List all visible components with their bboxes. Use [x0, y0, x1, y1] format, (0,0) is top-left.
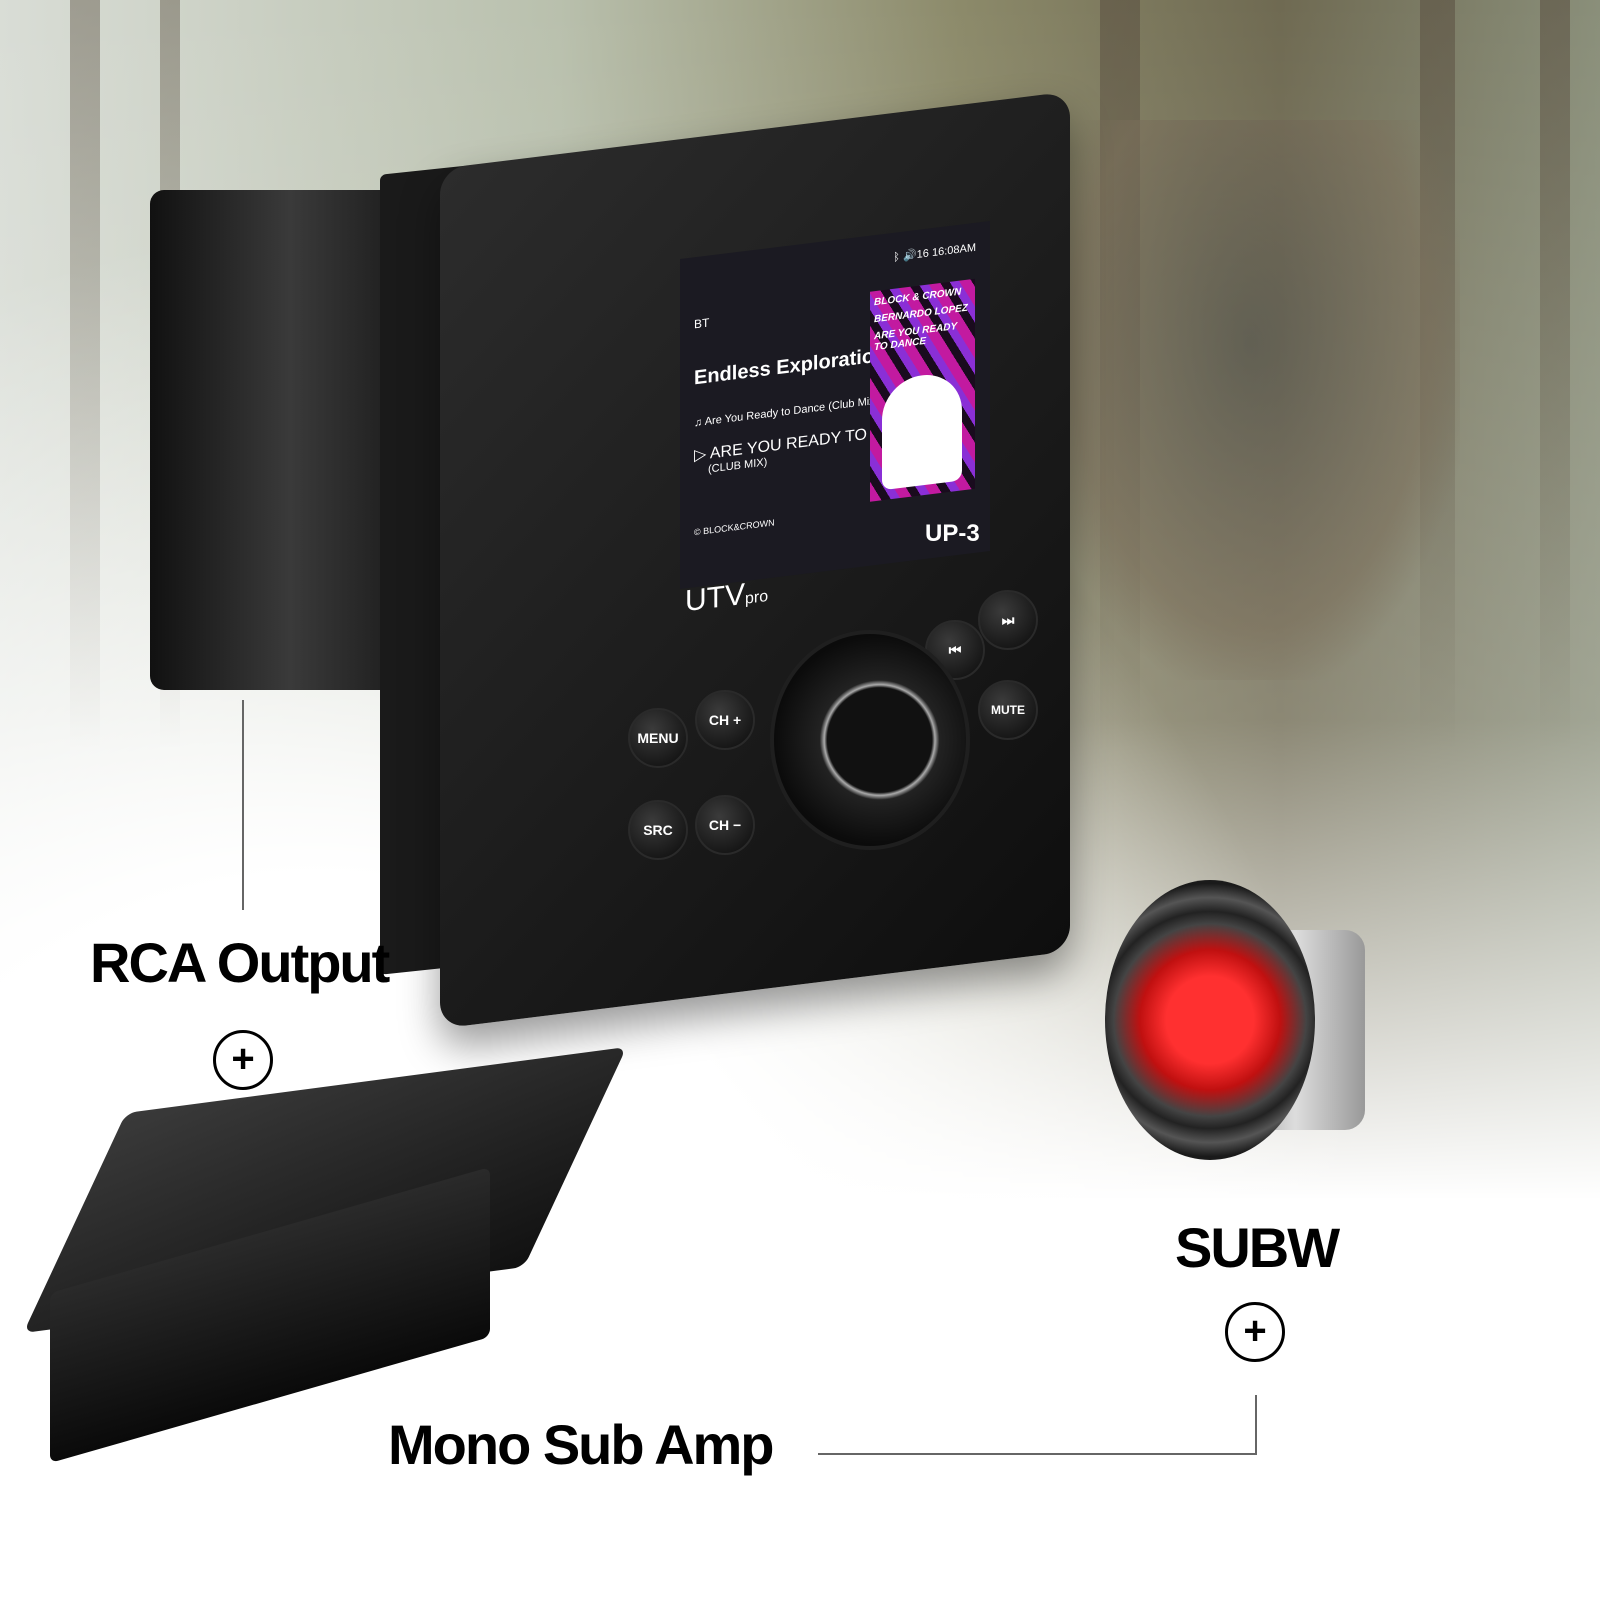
- src-button[interactable]: SRC: [628, 800, 688, 860]
- artist: © BLOCK&CROWN: [694, 517, 775, 538]
- tree-trunk: [70, 0, 100, 750]
- connector-line: [818, 1453, 1257, 1455]
- ch-down-button[interactable]: CH −: [695, 795, 755, 855]
- volume-level: 16: [916, 247, 929, 261]
- volume-icon: 🔊: [902, 248, 917, 263]
- amp-led-strip: [50, 1080, 570, 1420]
- tree-trunk: [1540, 0, 1570, 750]
- plus-icon: +: [1225, 1302, 1285, 1362]
- subwoofer-label: SUBW: [1175, 1216, 1340, 1279]
- mute-button[interactable]: MUTE: [978, 680, 1038, 740]
- next-button[interactable]: ⏭: [978, 590, 1038, 650]
- status-bar: ᛒ 🔊16 16:08AM: [893, 241, 976, 264]
- connector-line: [242, 700, 244, 910]
- connector-line: [1255, 1395, 1257, 1455]
- track-name: ♫ Are You Ready to Dance (Club Mix): [694, 394, 879, 430]
- ch-up-button[interactable]: CH +: [695, 690, 755, 750]
- model-label: UP-3: [925, 520, 980, 547]
- clock: 16:08AM: [931, 241, 976, 260]
- mono-sub-amp-label: Mono Sub Amp: [388, 1413, 775, 1476]
- bluetooth-icon: ᛒ: [893, 251, 900, 264]
- source-label: BT: [694, 315, 710, 332]
- volume-knob[interactable]: [770, 630, 970, 850]
- subwoofer: [1105, 870, 1365, 1160]
- rca-output-label: RCA Output: [90, 931, 390, 994]
- album-title: Endless Exploration: [694, 343, 887, 390]
- plus-icon: +: [213, 1030, 273, 1090]
- utv-vehicle: [1040, 120, 1460, 680]
- menu-button[interactable]: MENU: [628, 708, 688, 768]
